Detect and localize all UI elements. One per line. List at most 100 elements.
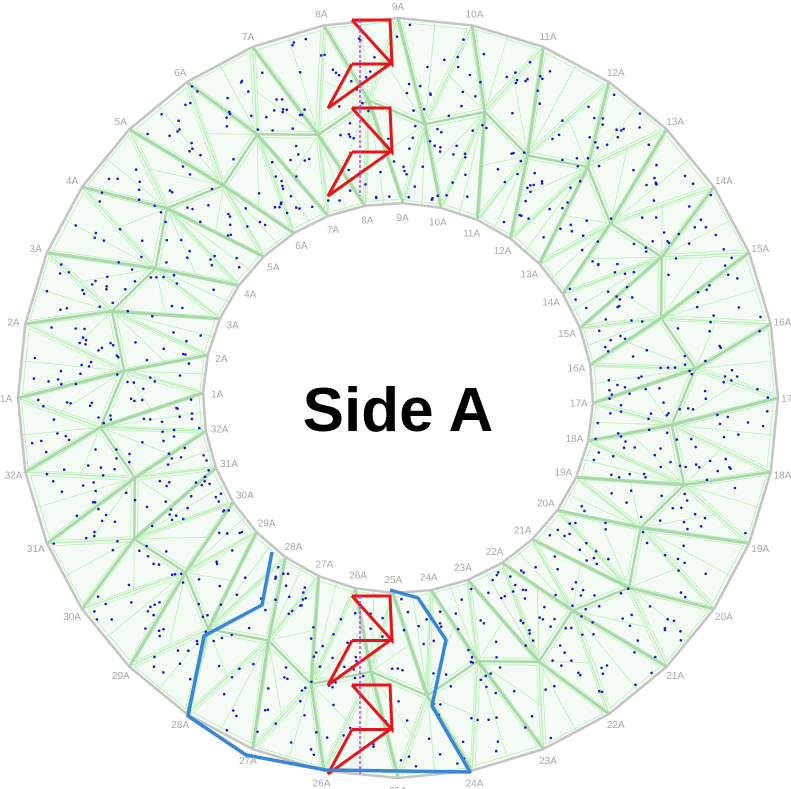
hit-dot — [708, 329, 711, 333]
hit-dot — [332, 703, 335, 707]
hit-dot — [214, 495, 218, 499]
hit-dot — [407, 82, 411, 86]
hit-dot — [470, 656, 474, 659]
hit-dot — [264, 608, 267, 612]
hit-dot — [744, 531, 747, 535]
outer-label: 32A — [5, 471, 23, 482]
hit-dot — [146, 132, 149, 136]
outer-label: 26A — [313, 779, 331, 789]
hit-dot — [528, 60, 532, 64]
hit-dot — [141, 398, 144, 402]
hit-dot — [541, 618, 545, 621]
hit-dot — [388, 195, 391, 198]
hit-dot — [162, 275, 165, 279]
hit-dot — [286, 677, 289, 681]
hit-dot — [78, 341, 81, 345]
hit-dot — [188, 249, 191, 253]
hit-dot — [730, 256, 733, 260]
hit-dot — [303, 714, 306, 717]
sensor-split-line — [310, 683, 348, 722]
hit-dot — [426, 65, 429, 69]
hit-dot — [225, 125, 229, 128]
hit-dot — [178, 415, 181, 419]
hit-dot — [515, 78, 519, 82]
hit-dot — [327, 199, 330, 202]
hit-dot — [203, 480, 206, 483]
sensor-split-line — [105, 572, 186, 639]
hit-dot — [379, 170, 382, 174]
hit-dot — [99, 466, 103, 469]
hit-dot — [461, 740, 465, 744]
hit-dot — [675, 438, 678, 441]
hit-dot — [65, 307, 69, 310]
hit-dot — [489, 672, 493, 675]
hit-dot — [172, 435, 176, 438]
inner-label: 15A — [558, 329, 576, 340]
hit-dot — [387, 137, 390, 141]
sensor-split-line — [671, 424, 775, 436]
hit-dot — [319, 54, 323, 57]
sensor-split-line — [695, 360, 775, 370]
hit-dot — [403, 169, 406, 173]
hit-dot — [94, 448, 97, 451]
hit-dot — [625, 285, 629, 289]
sensor-split-line — [382, 58, 426, 125]
hit-dot — [65, 401, 69, 404]
hit-dot — [654, 216, 658, 219]
hit-dot — [612, 93, 616, 96]
hit-dot — [69, 402, 72, 405]
hit-dot — [95, 618, 99, 621]
sensor-split-line — [360, 671, 372, 775]
hit-dot — [533, 171, 536, 175]
hit-dot — [716, 413, 719, 417]
sensor-split-line — [411, 591, 428, 696]
outer-label: 27A — [239, 756, 257, 767]
hit-dot — [355, 659, 358, 663]
sensor-split-line — [157, 628, 209, 691]
hit-dot — [505, 75, 509, 79]
hit-dot — [683, 561, 686, 565]
hit-dot — [274, 722, 278, 725]
sensor-split-line — [118, 207, 168, 228]
hit-dot — [667, 412, 670, 415]
hit-dot — [52, 542, 55, 545]
hit-dot — [543, 605, 546, 609]
hit-dot — [164, 500, 168, 503]
sensor-split-line — [292, 134, 319, 176]
sensor-split-line — [432, 111, 486, 167]
hit-dot — [162, 627, 165, 631]
hit-dot — [641, 320, 644, 323]
hit-dot — [84, 343, 87, 346]
hit-dot — [666, 366, 670, 369]
sensor-split-line — [582, 458, 685, 486]
hit-dot — [584, 306, 588, 310]
hit-dot — [181, 581, 185, 584]
hit-dot — [609, 217, 613, 220]
hit-dot — [45, 289, 49, 293]
hit-dot — [230, 676, 234, 679]
hit-dot — [94, 279, 97, 283]
hit-dot — [610, 473, 613, 477]
sensor-split-line — [134, 477, 176, 504]
hit-dot — [84, 536, 88, 540]
hit-dot — [364, 76, 368, 79]
hit-dot — [596, 421, 600, 425]
hit-dot — [159, 211, 163, 214]
hit-dot — [100, 346, 104, 350]
hit-dot — [570, 626, 573, 630]
hit-dot — [469, 587, 473, 591]
hit-dot — [325, 736, 329, 739]
hit-dot — [659, 366, 662, 370]
sensor-split-line — [148, 168, 224, 186]
hit-dot — [300, 113, 304, 117]
hit-dot — [660, 494, 663, 498]
hit-dot — [115, 373, 119, 376]
inner-label: 4A — [244, 290, 257, 301]
hit-dot — [672, 619, 676, 623]
hit-dot — [246, 225, 249, 228]
sensor-split-line — [205, 133, 258, 135]
hit-dot — [585, 559, 588, 562]
hit-dot — [299, 699, 302, 703]
hit-dot — [116, 177, 119, 181]
